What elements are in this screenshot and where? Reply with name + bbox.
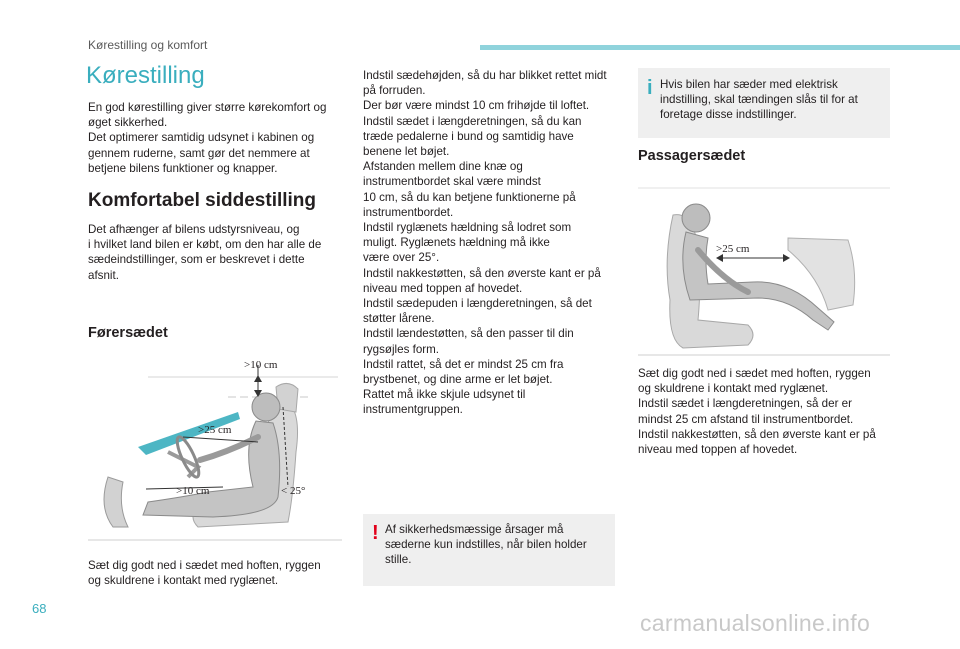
- passenger-label-distance: >25 cm: [716, 243, 750, 255]
- text-line: Indstil sædet i længderetningen, så der …: [638, 397, 852, 411]
- text-line: 10 cm, så du kan betjene funktionerne på: [363, 190, 576, 204]
- text-line: Afstanden mellem dine knæ og: [363, 160, 523, 174]
- text-line: sædeindstillinger, som er beskrevet i de…: [88, 253, 305, 267]
- text-line: Hvis bilen har sæder med elektrisk: [660, 78, 838, 91]
- passenger-instructions: Sæt dig godt ned i sædet med hoften, ryg…: [638, 366, 898, 457]
- text-line: Sæt dig godt ned i sædet med hoften, ryg…: [638, 367, 871, 380]
- text-line: og skuldrene i kontakt med ryglænet.: [638, 382, 829, 396]
- text-line: Det afhænger af bilens udstyrsniveau, og: [88, 223, 300, 236]
- driver-caption: Sæt dig godt ned i sædet med hoften, ryg…: [88, 558, 348, 588]
- text-line: niveau med toppen af hovedet.: [638, 443, 798, 457]
- comfort-paragraph: Det afhænger af bilens udstyrsniveau, og…: [88, 222, 348, 283]
- warning-text: Af sikkerhedsmæssige årsager må sæderne …: [385, 522, 610, 568]
- text-line: instrumentbordet skal være mindst: [363, 175, 541, 189]
- text-line: Af sikkerhedsmæssige årsager må: [385, 523, 564, 536]
- text-line: Indstil sædehøjden, så du har blikket re…: [363, 69, 607, 82]
- info-icon: i: [647, 77, 653, 99]
- page-number: 68: [32, 601, 47, 616]
- text-line: niveau med toppen af hovedet.: [363, 281, 523, 295]
- intro-paragraph: En god kørestilling giver større kørekom…: [88, 100, 348, 176]
- text-line: rygsøjles form.: [363, 342, 440, 356]
- text-line: øget sikkerhed.: [88, 116, 168, 130]
- driver-label-roof: >10 cm: [244, 359, 278, 371]
- section-header: Kørestilling og komfort: [88, 38, 208, 52]
- driver-seat-heading: Førersædet: [88, 325, 168, 341]
- text-line: betjene bilens funktioner og knapper.: [88, 161, 278, 175]
- text-line: muligt. Ryglænets hældning må ikke: [363, 236, 550, 250]
- passenger-seat-heading: Passagersædet: [638, 148, 746, 164]
- driver-label-wheel: >25 cm: [198, 424, 232, 436]
- text-line: afsnit.: [88, 268, 119, 282]
- comfort-heading: Komfortabel siddestilling: [88, 190, 317, 211]
- text-line: Indstil rattet, så det er mindst 25 cm f…: [363, 357, 564, 371]
- text-line: Der bør være mindst 10 cm frihøjde til l…: [363, 99, 590, 113]
- text-line: indstilling, skal tændingen slås til for…: [660, 93, 858, 107]
- text-line: Indstil sædepuden i længderetningen, så …: [363, 297, 592, 311]
- text-line: Indstil lændestøtten, så den passer til …: [363, 327, 574, 341]
- warning-note: ! Af sikkerhedsmæssige årsager må sædern…: [363, 514, 615, 586]
- page-title: Kørestilling: [86, 62, 205, 89]
- text-line: Rattet må ikke skjule udsynet til: [363, 388, 526, 402]
- text-line: Indstil sædet i længderetningen, så du k…: [363, 114, 582, 128]
- text-line: foretage disse indstillinger.: [660, 108, 797, 122]
- text-line: gennem ruderne, samt gør det nemmere at: [88, 146, 310, 160]
- text-line: instrumentgruppen.: [363, 403, 463, 417]
- text-line: En god kørestilling giver større kørekom…: [88, 101, 327, 114]
- info-text: Hvis bilen har sæder med elektrisk indst…: [660, 77, 885, 123]
- text-line: på forruden.: [363, 84, 426, 98]
- text-line: mindst 25 cm afstand til instrumentborde…: [638, 412, 854, 426]
- text-line: Indstil ryglænets hældning så lodret som: [363, 221, 572, 235]
- text-line: træde pedalerne i bund og samtidig have: [363, 129, 574, 143]
- text-line: Sæt dig godt ned i sædet med hoften, ryg…: [88, 559, 321, 572]
- text-line: Indstil nakkestøtten, så den øverste kan…: [638, 427, 876, 441]
- driver-label-knee: >10 cm: [176, 485, 210, 497]
- text-line: støtter lårene.: [363, 312, 435, 326]
- header-accent-bar: [480, 45, 960, 50]
- driver-seat-illustration: [88, 365, 342, 541]
- seat-adjustment-instructions: Indstil sædehøjden, så du har blikket re…: [363, 68, 618, 418]
- watermark: carmanualsonline.info: [640, 610, 871, 636]
- text-line: brystbenet, og dine arme er let bøjet.: [363, 373, 553, 387]
- text-line: i hvilket land bilen er købt, om den har…: [88, 238, 322, 252]
- text-line: Det optimerer samtidig udsynet i kabinen…: [88, 131, 315, 145]
- driver-label-angle: < 25°: [281, 485, 306, 497]
- warning-icon: !: [372, 522, 379, 544]
- text-line: sæderne kun indstilles, når bilen holder: [385, 538, 587, 552]
- passenger-seat-illustration: [638, 187, 890, 356]
- info-note: i Hvis bilen har sæder med elektrisk ind…: [638, 68, 890, 138]
- text-line: benene let bøjet.: [363, 145, 450, 159]
- text-line: være over 25°.: [363, 251, 440, 265]
- text-line: og skuldrene i kontakt med ryglænet.: [88, 574, 279, 588]
- text-line: Indstil nakkestøtten, så den øverste kan…: [363, 266, 601, 280]
- text-line: stille.: [385, 553, 412, 567]
- text-line: instrumentbordet.: [363, 205, 454, 219]
